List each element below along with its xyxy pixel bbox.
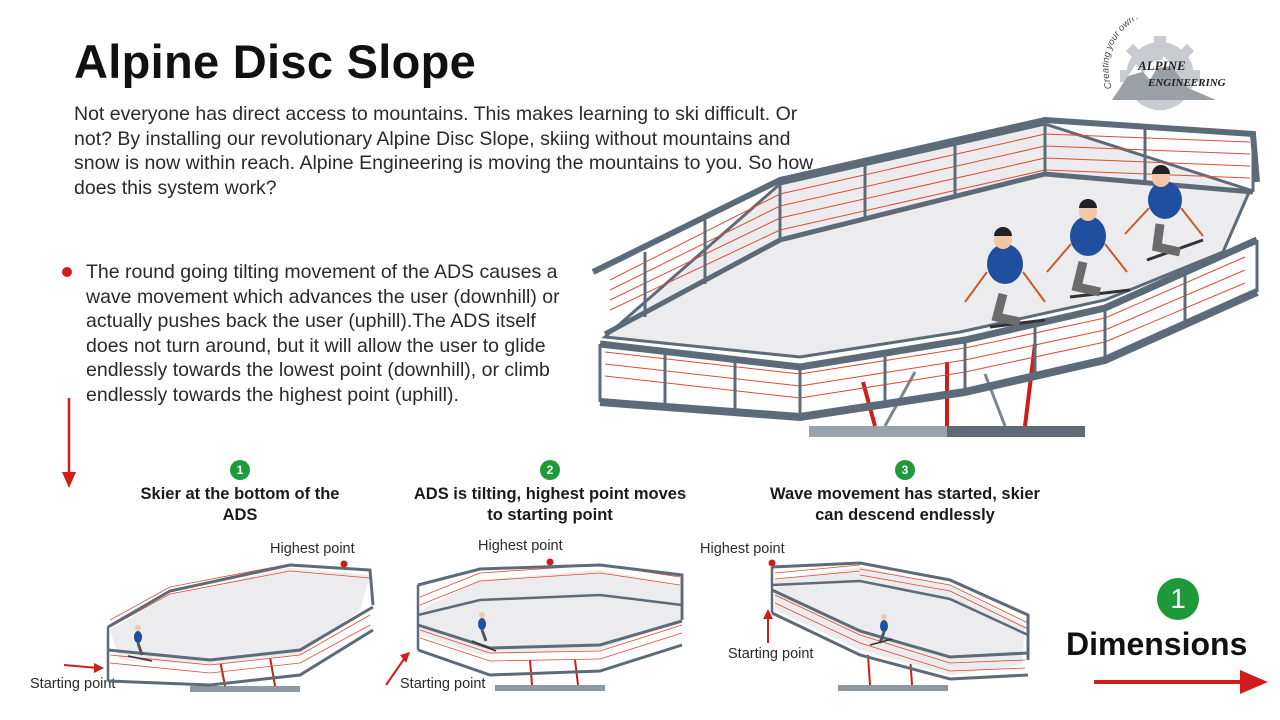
- next-section-number: 1: [1157, 578, 1199, 620]
- step-number-badge: 2: [540, 460, 560, 480]
- logo-line2: ENGINEERING: [1147, 77, 1226, 89]
- step-title: Wave movement has started, skier can des…: [770, 485, 1040, 524]
- step-title: ADS is tilting, highest point moves to s…: [413, 485, 687, 524]
- skier-figure: [127, 625, 153, 662]
- skier-figure: [869, 614, 893, 646]
- step-1-diagram: [63, 560, 375, 692]
- skier-figure: [1046, 199, 1131, 299]
- step-3: 3 Wave movement has started, skier can d…: [760, 460, 1050, 526]
- intro-paragraph: Not everyone has direct access to mounta…: [74, 103, 814, 199]
- step-title: Skier at the bottom of the ADS: [140, 485, 340, 524]
- highest-point-label: Highest point: [700, 541, 785, 557]
- highest-point-marker: [546, 558, 554, 566]
- highest-point-label: Highest point: [478, 538, 563, 554]
- base-plate: [809, 426, 947, 437]
- step-3-diagram: [763, 559, 1030, 691]
- step-number-badge: 3: [895, 460, 915, 480]
- step-1: 1 Skier at the bottom of the ADS: [140, 460, 340, 526]
- step-number-badge: 1: [230, 460, 250, 480]
- disc-slope-illustration: [591, 116, 1260, 437]
- skier-figure: [1124, 165, 1204, 262]
- bullet-item: The round going tilting movement of the …: [62, 260, 582, 408]
- starting-point-label: Starting point: [400, 676, 486, 692]
- highest-point-label: Highest point: [270, 541, 355, 557]
- page-title: Alpine Disc Slope: [74, 35, 477, 88]
- bullet-text: The round going tilting movement of the …: [86, 261, 560, 406]
- down-arrow-icon: [62, 398, 76, 488]
- bullet-dot-icon: [62, 267, 72, 277]
- skier-figure: [964, 227, 1046, 329]
- step-2: 2 ADS is tilting, highest point moves to…: [410, 460, 690, 526]
- step-2-diagram: [385, 558, 684, 691]
- skier-figure: [471, 612, 497, 652]
- starting-point-label: Starting point: [728, 646, 814, 662]
- logo-line1: ALPINE: [1137, 58, 1186, 73]
- next-section-label: Dimensions: [1066, 626, 1248, 662]
- next-section-link[interactable]: 1 Dimensions: [1066, 578, 1268, 698]
- highest-point-marker: [340, 560, 348, 568]
- right-arrow-icon: [1094, 670, 1268, 694]
- alpine-engineering-logo: Creating your own Alps ALPINE ENGINEERIN…: [1100, 18, 1226, 110]
- highest-point-marker: [768, 559, 776, 567]
- starting-point-label: Starting point: [30, 676, 116, 692]
